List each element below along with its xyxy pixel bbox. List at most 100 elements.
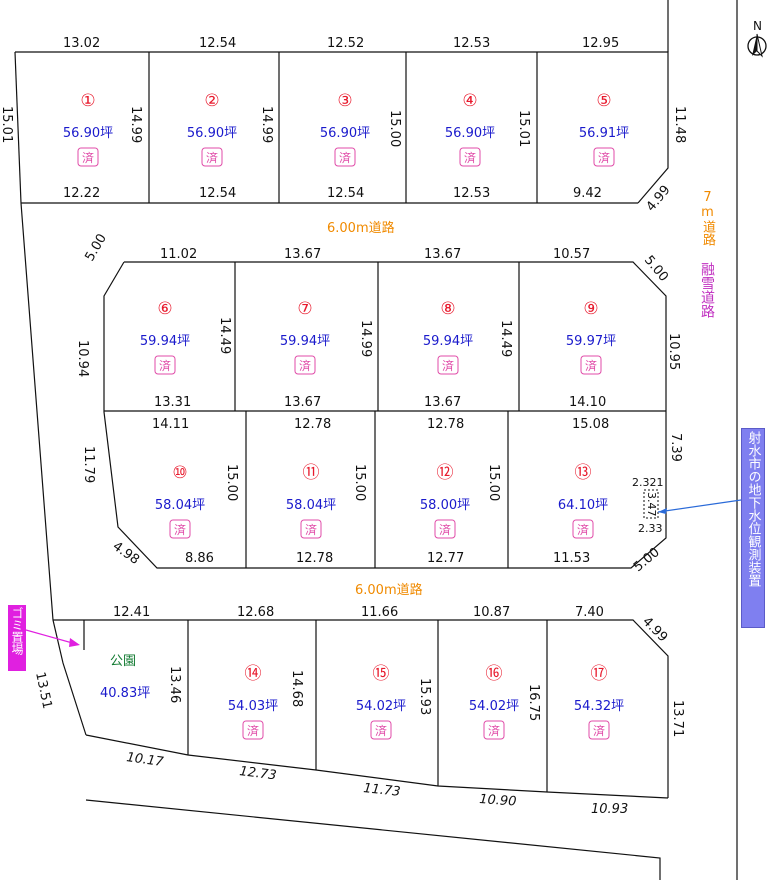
sold-stamp-text: 済 — [339, 150, 351, 165]
dim-label: 10.94 — [75, 340, 90, 377]
dim-label: 13.02 — [63, 36, 100, 51]
trash-station-text: ゴミ置場 — [10, 607, 24, 655]
dim-label: 14.99 — [128, 106, 143, 143]
dim-label: 14.11 — [152, 417, 189, 432]
dim-label: 10.87 — [473, 605, 510, 620]
north-arrow-icon: N — [747, 19, 767, 58]
dim-label: 12.54 — [199, 186, 236, 201]
lot-number: ⑩ — [172, 463, 187, 483]
dim-label: 13.67 — [424, 395, 461, 410]
dim-label: 11.53 — [553, 551, 590, 566]
dim-label: 12.53 — [453, 36, 490, 51]
snow-melting-road-label: 融雪道路 — [698, 262, 716, 336]
groundwater-sensor-text: 射水市の地下水位観測装置 — [745, 431, 761, 587]
lot-area: 59.94坪 — [140, 334, 190, 349]
sold-stamp — [169, 519, 191, 539]
dim-label: 15.08 — [572, 417, 609, 432]
dim-label: 11.66 — [361, 605, 398, 620]
lot-markers: ①56.90坪済②56.90坪済③56.90坪済④56.90坪済⑤56.91坪済… — [63, 91, 629, 740]
dim-label: 2.321 — [632, 476, 664, 489]
dim-label: 15.00 — [352, 464, 367, 501]
dim-label: 12.78 — [427, 417, 464, 432]
sold-stamp — [334, 147, 356, 167]
parcel-lines — [14, 0, 738, 880]
lot-number: ④ — [462, 91, 477, 111]
sold-stamp-text: 済 — [439, 522, 451, 537]
dim-label: 5.00 — [641, 253, 671, 285]
north-compass: N — [746, 18, 768, 66]
dim-label: 11.79 — [81, 446, 96, 483]
dim-label: 15.00 — [387, 110, 402, 147]
sold-stamp — [77, 147, 99, 167]
upper-road-label: 6.00m道路 — [327, 220, 395, 236]
dim-label: 4.99 — [639, 614, 670, 645]
dim-label: 2.33 — [638, 522, 663, 535]
lot-number: ⑫ — [437, 463, 454, 483]
sold-stamp-text: 済 — [305, 522, 317, 537]
dim-label: 15.01 — [516, 110, 531, 147]
sold-stamp-text: 済 — [82, 150, 94, 165]
lot-area: 54.32坪 — [574, 699, 624, 714]
sold-stamp-text: 済 — [247, 723, 259, 738]
dim-label: 16.75 — [526, 684, 541, 721]
dim-label: 12.54 — [327, 186, 364, 201]
dim-label: 13.67 — [284, 247, 321, 262]
lot-number: ⑤ — [596, 91, 611, 111]
row1-dimensions: 13.02 12.54 12.52 12.53 12.95 12.22 12.5… — [0, 36, 687, 215]
dim-label: 12.52 — [327, 36, 364, 51]
dim-label: 4.98 — [110, 539, 142, 568]
row3-dimensions: 14.11 12.78 12.78 15.08 8.86 12.78 12.77… — [81, 417, 683, 575]
sold-stamp-text: 済 — [577, 522, 589, 537]
dim-label: 12.54 — [199, 36, 236, 51]
sold-stamp-text: 済 — [299, 358, 311, 373]
dim-label: 15.00 — [224, 464, 239, 501]
lot-number: ① — [80, 91, 95, 111]
sold-stamp — [242, 720, 264, 740]
dim-label: 11.02 — [160, 247, 197, 262]
sold-stamp-text: 済 — [598, 150, 610, 165]
lot-number: ② — [204, 91, 219, 111]
sensor-pointer — [657, 499, 742, 513]
lot-number: ⑭ — [245, 664, 262, 684]
sold-stamp — [588, 720, 610, 740]
sold-stamp — [459, 147, 481, 167]
dim-label: 10.93 — [591, 802, 628, 817]
dim-label: 9.42 — [573, 186, 602, 201]
dim-label: 14.99 — [358, 320, 373, 357]
lot-number: ③ — [337, 91, 352, 111]
lot-area: 58.04坪 — [286, 498, 336, 513]
sold-stamp — [593, 147, 615, 167]
sold-stamp — [437, 355, 459, 375]
lot-area: 58.04坪 — [155, 498, 205, 513]
lot-number: ⑰ — [591, 664, 608, 684]
dim-label: 14.68 — [289, 670, 304, 707]
lot-area: 54.02坪 — [469, 699, 519, 714]
sold-stamp-text: 済 — [174, 522, 186, 537]
lower-road-label: 6.00m道路 — [355, 582, 423, 598]
dim-label: 12.68 — [237, 605, 274, 620]
dim-label: 13.51 — [32, 671, 54, 711]
sold-stamp — [434, 519, 456, 539]
park-label: 公園 — [110, 654, 136, 669]
sold-stamp-text: 済 — [585, 358, 597, 373]
trash-pointer-head — [69, 638, 80, 647]
lot-area: 54.02坪 — [356, 699, 406, 714]
dim-label: 15.00 — [486, 464, 501, 501]
dim-label: 12.78 — [296, 551, 333, 566]
lot-area: 64.10坪 — [558, 498, 608, 513]
dim-label: 10.57 — [553, 247, 590, 262]
lot-area: 56.91坪 — [579, 126, 629, 141]
sold-stamp — [154, 355, 176, 375]
dim-label: 12.22 — [63, 186, 100, 201]
lot-number: ⑪ — [303, 463, 320, 483]
dim-label: 13.67 — [424, 247, 461, 262]
sold-stamp — [572, 519, 594, 539]
dim-label: 10.95 — [666, 333, 681, 370]
lot-area: 56.90坪 — [63, 126, 113, 141]
dim-label: 11.48 — [672, 106, 687, 143]
lot-area: 59.94坪 — [280, 334, 330, 349]
sold-stamp — [300, 519, 322, 539]
lot-area: 54.03坪 — [228, 699, 278, 714]
dim-label: 13.46 — [167, 666, 182, 703]
